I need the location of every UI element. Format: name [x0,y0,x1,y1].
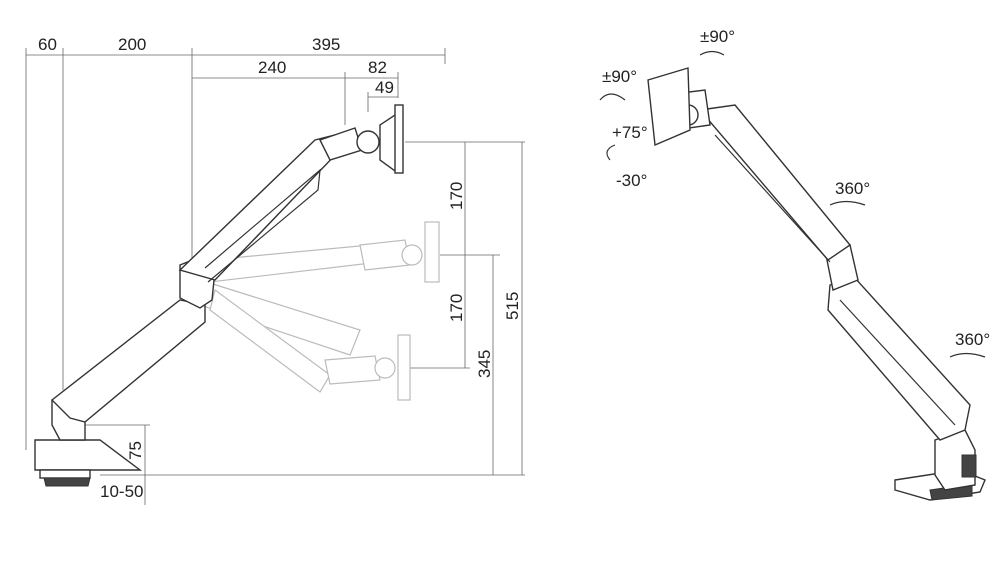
side-view: 60 200 395 240 82 49 170 170 [25,35,525,505]
elbow-rotation-label: 360° [835,179,870,198]
dim-240: 240 [258,58,286,77]
elbow-rotation-arrow-icon [829,200,866,206]
dim-395: 395 [312,35,340,54]
iso-lower-arm [827,277,971,441]
rotation-left-arrow-icon [599,93,626,101]
dim-345: 345 [475,350,494,378]
dim-60: 60 [38,35,57,54]
vertical-dimensions: 170 170 515 345 [100,141,525,476]
dim-170-upper: 170 [447,182,466,210]
rotation-top-label: ±90° [700,27,735,46]
tilt-knob [356,130,380,154]
dim-75: 75 [126,441,145,460]
iso-view: ±90° ±90° +75° -30° 360° 360° [599,27,990,501]
dim-515: 515 [503,292,522,320]
base-rotation-label: 360° [955,330,990,349]
second-dimension-row: 240 82 49 [192,58,399,125]
clamp-dimensions: 75 10-50 [85,424,150,505]
monitor-arm-side [34,104,404,487]
base-rotation-arrow-icon [949,352,986,358]
iso-upper-arm [698,104,852,261]
iso-vesa-plate [647,67,691,147]
vesa-plate [394,104,404,174]
clamp-base [34,439,143,471]
dim-49: 49 [375,78,394,97]
ghost-positions [199,221,440,401]
rotation-top-arrow-icon [699,50,725,56]
rotation-left-label: ±90° [602,67,637,86]
dim-200: 200 [118,35,146,54]
tilt-down-label: -30° [616,171,647,190]
top-dimension-row: 60 200 395 [25,35,446,450]
tilt-up-label: +75° [612,123,648,142]
dim-10-50: 10-50 [100,482,143,501]
dim-170-lower: 170 [447,294,466,322]
tilt-arrow-icon [606,144,616,161]
dim-82: 82 [368,58,387,77]
lower-arm [50,299,206,423]
